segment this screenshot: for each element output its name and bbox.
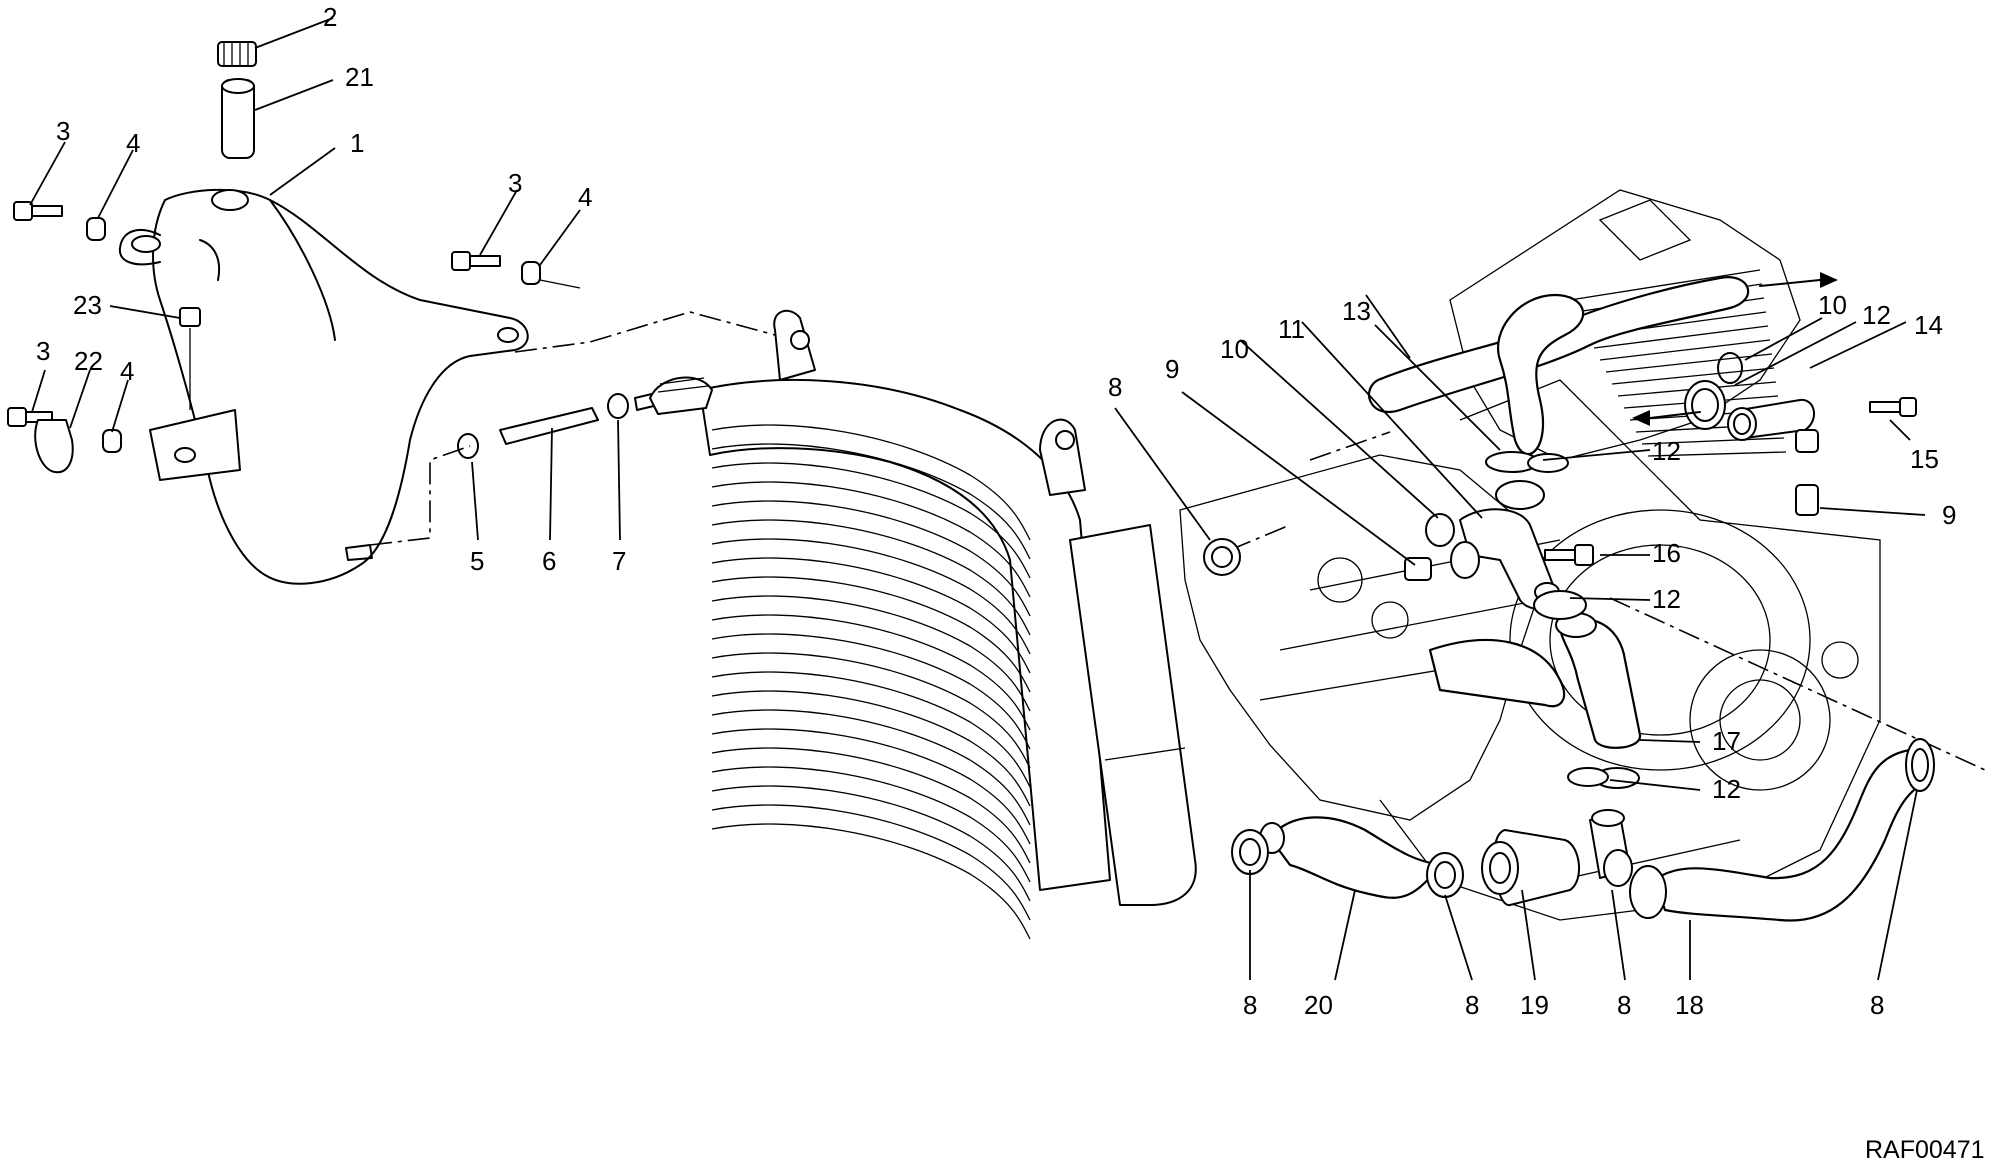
radiator-fin (711, 690, 1031, 807)
union-19 (1426, 767, 1640, 906)
radiator-fin (711, 823, 1031, 940)
callout-10-left: 10 (1220, 334, 1249, 364)
callout-5: 5 (470, 546, 484, 576)
callout-23: 23 (73, 290, 102, 320)
callout-12-upper: 12 (1652, 436, 1681, 466)
radiator-fin (711, 709, 1031, 826)
expansion-tank (118, 188, 529, 585)
callout-9-left: 9 (1165, 354, 1179, 384)
radiator-fin (711, 652, 1031, 769)
callout-18: 18 (1675, 990, 1704, 1020)
radiator-fin (711, 557, 1031, 674)
callout-7: 7 (612, 546, 626, 576)
callout-11: 11 (1278, 314, 1305, 344)
radiator-fin (711, 519, 1031, 636)
radiator-outlet-clamp (1203, 453, 1609, 787)
callout-1: 1 (350, 128, 364, 158)
tank-screws-left (7, 201, 201, 474)
hose-18 (1629, 738, 1935, 922)
radiator-fin (711, 538, 1031, 655)
radiator-fin (711, 424, 1031, 541)
radiator-fin (711, 804, 1031, 921)
filler-cap (217, 41, 257, 67)
radiator-fin (711, 633, 1031, 750)
radiator-fin (711, 747, 1031, 864)
tank-screw-right (451, 251, 581, 289)
callout-8-bottom-2: 8 (1465, 990, 1479, 1020)
hose-13 (1368, 272, 1838, 455)
callout-19: 19 (1520, 990, 1549, 1020)
callout-21: 21 (345, 62, 374, 92)
radiator-fin (711, 671, 1031, 788)
callout-12-lower: 12 (1712, 774, 1741, 804)
callout-8-bottom-1: 8 (1243, 990, 1257, 1020)
callout-20: 20 (1304, 990, 1333, 1020)
callout-8-bottom-3: 8 (1617, 990, 1631, 1020)
callout-14: 14 (1914, 310, 1943, 340)
engine-fin (1569, 269, 1761, 301)
engine-fin (1605, 353, 1773, 373)
callout-15: 15 (1910, 444, 1939, 474)
callout-3-upper-right: 3 (508, 168, 522, 198)
radiator-fin (711, 576, 1031, 693)
engine-fin (1647, 451, 1787, 457)
engine-fin (1599, 339, 1771, 361)
radiator-fin (711, 595, 1031, 712)
radiator-fin (711, 462, 1031, 579)
callout-17: 17 (1712, 726, 1741, 756)
hose-17 (1428, 590, 1642, 749)
overflow-hose (457, 391, 663, 459)
callout-4-upper-right: 4 (578, 182, 592, 212)
thermostat-housing (1632, 352, 1917, 516)
engine-fin (1611, 367, 1775, 385)
callout-3-lower: 3 (36, 336, 50, 366)
hose-20 (1231, 816, 1442, 899)
callout-22: 22 (74, 346, 103, 376)
filler-neck (221, 78, 255, 159)
radiator (649, 309, 1197, 940)
engine-fin (1593, 325, 1769, 349)
radiator-fin (711, 443, 1031, 560)
leader-lines (29, 17, 1926, 981)
callout-8-left: 8 (1108, 372, 1122, 402)
callout-4-upper-left: 4 (126, 128, 140, 158)
radiator-fin (711, 728, 1031, 845)
callout-8-bottom-4: 8 (1870, 990, 1884, 1020)
callout-16: 16 (1652, 538, 1681, 568)
radiator-fin (711, 500, 1031, 617)
callout-6: 6 (542, 546, 556, 576)
t-union (1404, 451, 1594, 610)
radiator-fin (711, 785, 1031, 902)
callout-labels: 2 21 1 3 4 3 4 23 3 22 4 5 6 7 8 9 10 11… (36, 2, 1985, 1164)
engine-fin (1641, 437, 1785, 445)
radiator-fins (711, 424, 1031, 940)
callout-9-right: 9 (1942, 500, 1956, 530)
callout-12-top-right: 12 (1862, 300, 1891, 330)
callout-10-right: 10 (1818, 290, 1847, 320)
drawing-code: RAF00471 (1865, 1136, 1985, 1164)
radiator-fin (711, 481, 1031, 598)
callout-4-lower: 4 (120, 356, 134, 386)
callout-2: 2 (323, 2, 337, 32)
callout-12-middle: 12 (1652, 584, 1681, 614)
callout-13: 13 (1342, 296, 1371, 326)
radiator-fin (711, 766, 1031, 883)
callout-3-upper-left: 3 (56, 116, 70, 146)
radiator-fin (711, 614, 1031, 731)
